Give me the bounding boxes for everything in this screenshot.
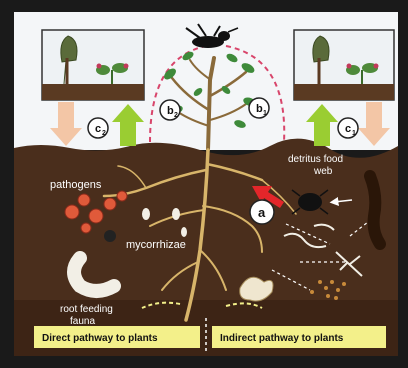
direct-pathway-label: Direct pathway to plants bbox=[42, 333, 158, 344]
indirect-pathway-label: Indirect pathway to plants bbox=[220, 333, 344, 344]
detritus-label-line2: web bbox=[313, 166, 333, 177]
c1-label-badge: c 1 bbox=[338, 118, 358, 138]
b1-label: b bbox=[256, 103, 263, 115]
a-label-badge: a bbox=[250, 200, 274, 224]
b2-label-badge: b 2 bbox=[160, 100, 180, 120]
root-feeding-label-line2: fauna bbox=[70, 316, 95, 327]
mycorrhizae-label: mycorrhizae bbox=[126, 239, 186, 251]
c2-label: c bbox=[95, 123, 101, 135]
detritus-label-line1: detritus food bbox=[288, 154, 343, 165]
left-inset-panel bbox=[42, 30, 144, 100]
c2-label-badge: c 2 bbox=[88, 118, 108, 138]
indirect-pathway-box: Indirect pathway to plants bbox=[212, 326, 386, 348]
b1-subscript: 1 bbox=[263, 110, 267, 117]
root-feeding-label-line1: root feeding bbox=[60, 304, 113, 315]
b1-label-badge: b 1 bbox=[249, 98, 269, 118]
c1-label: c bbox=[345, 123, 351, 135]
c1-subscript: 1 bbox=[352, 130, 356, 137]
right-inset-panel bbox=[294, 30, 394, 100]
a-label: a bbox=[258, 205, 266, 220]
pathogens-label: pathogens bbox=[50, 179, 102, 191]
b2-label: b bbox=[167, 105, 174, 117]
direct-pathway-box: Direct pathway to plants bbox=[34, 326, 200, 348]
c2-subscript: 2 bbox=[102, 130, 106, 137]
b2-subscript: 2 bbox=[174, 112, 178, 119]
millipede-icon bbox=[370, 176, 380, 244]
